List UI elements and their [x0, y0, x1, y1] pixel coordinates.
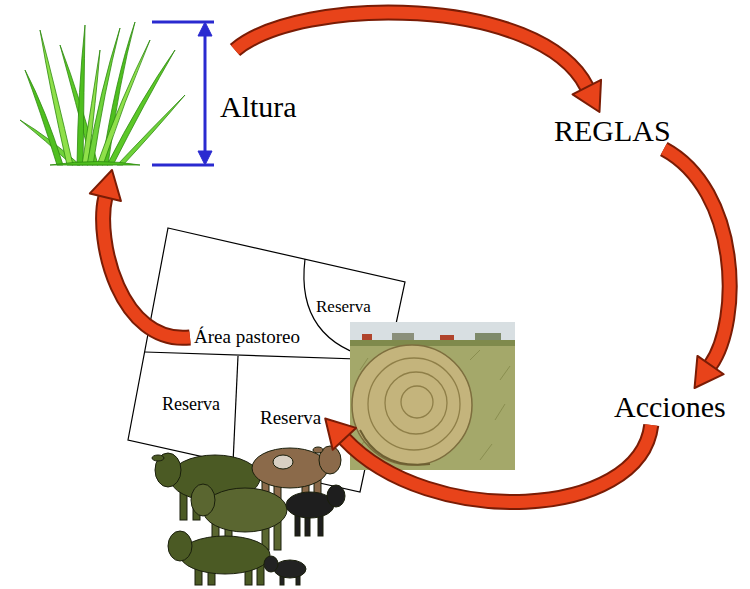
node-text: Área pastoreo [194, 327, 300, 348]
paddock-region: Área pastoreo [190, 327, 304, 348]
arrow-body [344, 425, 651, 502]
cycle-arrow [664, 149, 730, 388]
cycle-arrow [90, 170, 190, 338]
arrow-head [695, 356, 724, 388]
rule-label: REGLAS [548, 112, 677, 149]
node-text: Reserva [316, 298, 371, 317]
arrow-body [664, 149, 730, 365]
action-label: Acciones [608, 388, 732, 425]
arrow-outline [664, 149, 730, 365]
node-text: Reserva [260, 408, 321, 429]
paddock-region: Reserva [256, 406, 325, 431]
node-text: REGLAS [554, 114, 671, 147]
arrow-outline [235, 12, 587, 87]
node-text: Acciones [614, 390, 726, 423]
hay-bale-photo [350, 322, 515, 470]
node-text: Altura [220, 90, 297, 123]
height-label-group: Altura [20, 50, 320, 170]
height-dimension [152, 22, 214, 165]
arrow-head [90, 170, 121, 201]
arrow-body [103, 197, 190, 338]
arrow-head [325, 418, 356, 449]
grass-illustration [20, 22, 185, 165]
paddock-region: Reserva [160, 394, 222, 416]
paddock-region: Reserva [314, 297, 373, 318]
arrow-outline [344, 425, 651, 502]
arrow-body [235, 12, 587, 87]
arrow-head [573, 80, 602, 112]
arrow-outline [103, 197, 190, 338]
node-text: Reserva [162, 395, 220, 415]
cattle-illustration [152, 446, 345, 585]
cycle-arrow [325, 418, 651, 502]
